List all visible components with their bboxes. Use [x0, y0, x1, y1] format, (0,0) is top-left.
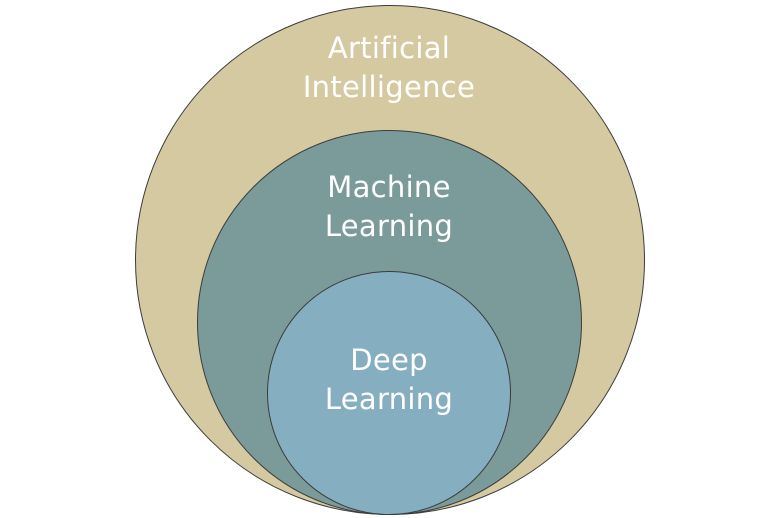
deep-learning-label-line-1: Deep	[350, 343, 428, 377]
deep-learning-label: Deep Learning	[0, 341, 778, 419]
machine-learning-label-line-1: Machine	[327, 170, 451, 204]
machine-learning-label: Machine Learning	[0, 168, 778, 246]
artificial-intelligence-label: Artificial Intelligence	[0, 29, 778, 107]
machine-learning-label-line-2: Learning	[324, 209, 454, 243]
artificial-intelligence-label-line-2: Intelligence	[302, 70, 476, 104]
deep-learning-label-line-2: Learning	[324, 382, 454, 416]
deep-learning-circle	[267, 271, 511, 515]
artificial-intelligence-label-line-1: Artificial	[327, 31, 451, 65]
